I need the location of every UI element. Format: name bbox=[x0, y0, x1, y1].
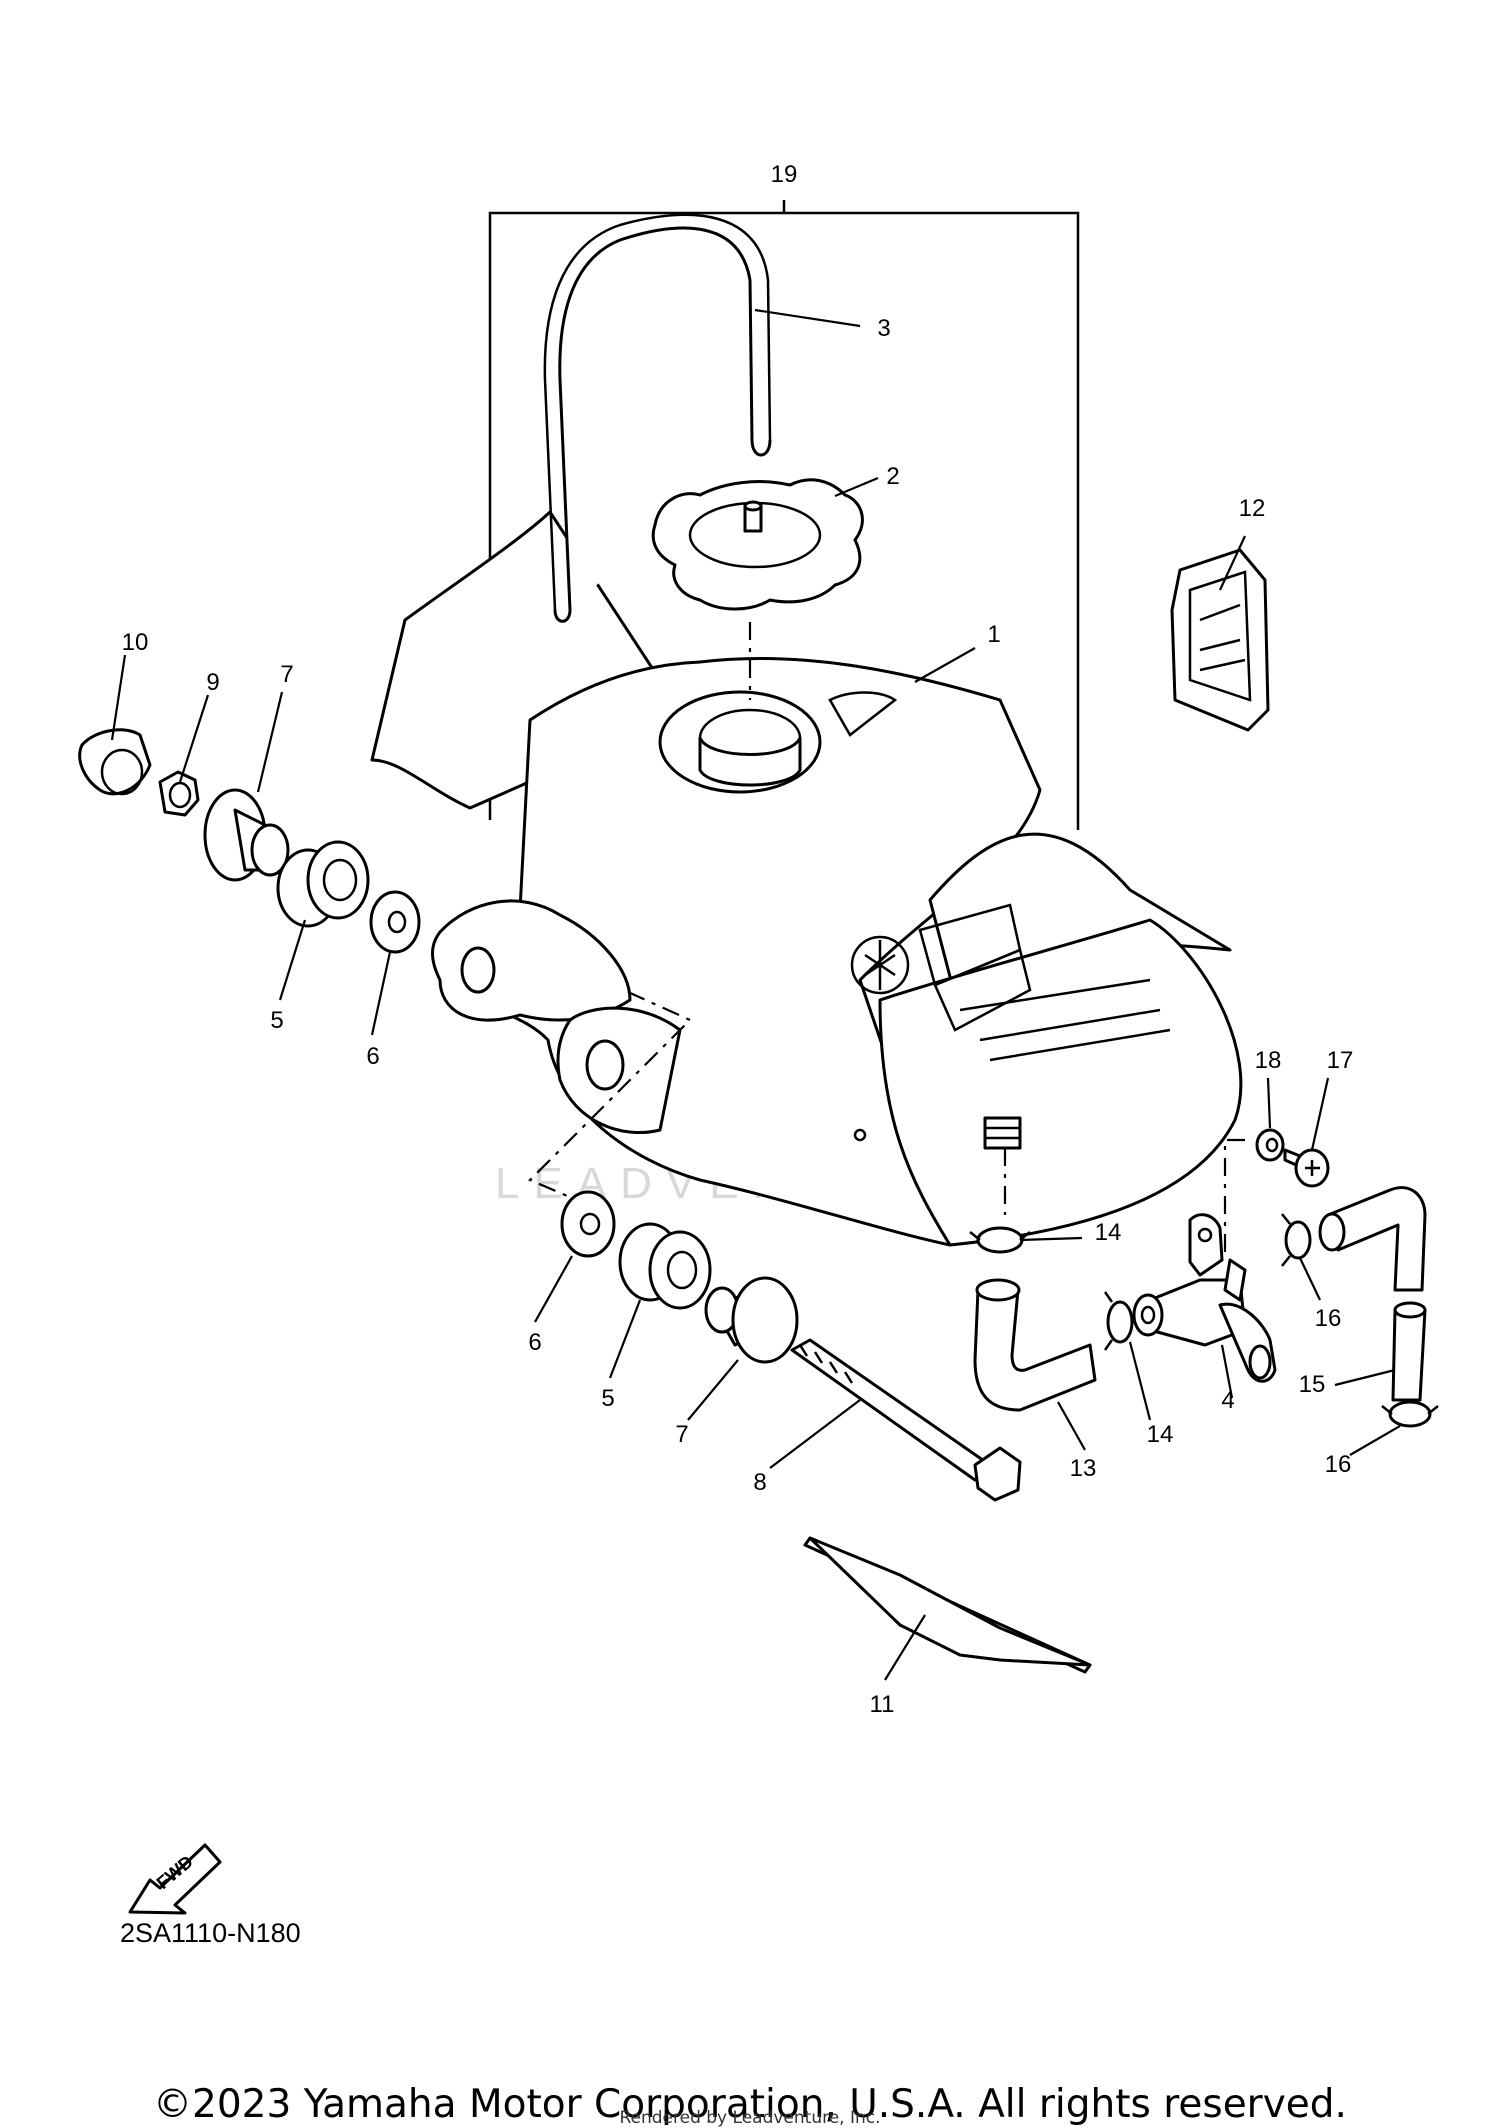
washer-6-top bbox=[369, 890, 421, 954]
fuel-tank bbox=[431, 656, 1243, 1247]
leader-lines bbox=[110, 308, 1401, 1681]
damper-5-top bbox=[276, 840, 370, 928]
fuel-cock-4 bbox=[1132, 1213, 1277, 1383]
collar-7-bottom bbox=[704, 1276, 799, 1364]
fwd-arrow-icon: FWD bbox=[128, 1843, 222, 1915]
washer-6-bottom bbox=[560, 1190, 616, 1258]
callout-11: 11 bbox=[870, 1691, 895, 1718]
callout-16: 16 bbox=[1325, 1451, 1352, 1478]
fuel-cap bbox=[651, 478, 864, 611]
callout-15: 15 bbox=[1299, 1371, 1326, 1398]
callout-5: 5 bbox=[601, 1385, 614, 1412]
clip-16-top bbox=[1281, 1213, 1312, 1267]
diagram-code: 2SA1110-N180 bbox=[120, 1918, 301, 1948]
fuel-cap-decal bbox=[1170, 548, 1270, 732]
bolt-alignment-line bbox=[528, 990, 692, 1212]
hose-15 bbox=[1318, 1186, 1427, 1402]
callout-8: 8 bbox=[753, 1469, 766, 1496]
callout-6: 6 bbox=[366, 1043, 379, 1070]
fuel-cock-bracket-dash bbox=[1003, 1138, 1245, 1255]
rendered-by-credit: Rendered by Leadventure, Inc. bbox=[619, 2108, 881, 2128]
callout-6: 6 bbox=[528, 1329, 541, 1356]
bolt-8 bbox=[790, 1338, 1022, 1502]
assembly-19-bracket bbox=[488, 200, 1080, 830]
callout-5: 5 bbox=[270, 1007, 283, 1034]
callout-labels: 19 3 2 12 1 10 9 7 5 6 18 17 14 16 6 5 7… bbox=[122, 161, 1354, 1718]
clip-16-bottom bbox=[1381, 1400, 1439, 1428]
tank-graphic bbox=[850, 903, 1171, 1062]
callout-14: 14 bbox=[1095, 1219, 1122, 1246]
screw-17 bbox=[1283, 1148, 1330, 1188]
washer-18 bbox=[1255, 1128, 1285, 1162]
callout-7: 7 bbox=[675, 1421, 688, 1448]
callout-14: 14 bbox=[1147, 1421, 1174, 1448]
callout-4: 4 bbox=[1221, 1387, 1234, 1414]
callout-18: 18 bbox=[1255, 1047, 1282, 1074]
clip-14-side bbox=[1103, 1291, 1134, 1351]
nut-9 bbox=[158, 770, 200, 817]
callout-3: 3 bbox=[877, 315, 890, 342]
callout-13: 13 bbox=[1070, 1455, 1097, 1482]
callout-7: 7 bbox=[280, 661, 293, 688]
callout-1: 1 bbox=[987, 621, 1000, 648]
callout-17: 17 bbox=[1327, 1047, 1354, 1074]
tank-outlet bbox=[983, 1116, 1022, 1150]
vent-hose bbox=[543, 213, 772, 623]
damper-5-bottom bbox=[618, 1222, 712, 1310]
callout-9: 9 bbox=[206, 669, 219, 696]
hose-13 bbox=[973, 1278, 1097, 1412]
callout-12: 12 bbox=[1239, 495, 1266, 522]
protector-strip-11 bbox=[803, 1536, 1092, 1674]
callout-16: 16 bbox=[1315, 1305, 1342, 1332]
callout-2: 2 bbox=[886, 463, 899, 490]
callout-10: 10 bbox=[122, 629, 149, 656]
cap-nut-10 bbox=[78, 728, 152, 796]
callout-19: 19 bbox=[771, 161, 798, 188]
collar-7-top bbox=[203, 788, 290, 882]
copyright-notice: ©2023 Yamaha Motor Corporation, U.S.A. A… bbox=[153, 2082, 1347, 2127]
